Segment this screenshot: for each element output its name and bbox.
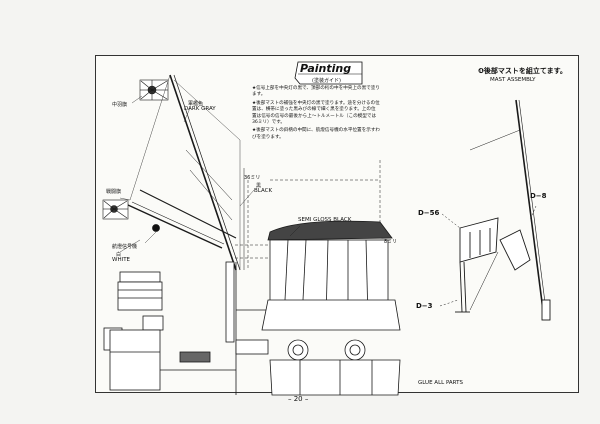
part-label-d8: D−8 <box>530 192 547 200</box>
assembly-step-title: ❹後部マストを組立てます。 <box>478 67 567 75</box>
war-flag <box>102 199 129 220</box>
ensign-flag-top <box>139 79 169 101</box>
label-white-jp: 白 <box>116 252 122 258</box>
label-dark-gray-jp: 軍艦色 <box>188 101 204 107</box>
assembly-step-title-en: MAST ASSEMBLY <box>490 77 536 83</box>
painting-subtitle: (塗装ガイド) <box>312 78 341 84</box>
signal-light-dot <box>152 224 160 232</box>
label-dim-8: 8ミリ <box>384 239 398 245</box>
mast-assembly-drawing <box>455 99 551 321</box>
label-signal-light: 航燈信号機 <box>112 244 138 250</box>
label-dark-gray: DARK GRAY <box>184 106 216 112</box>
page-number: – 20 – <box>288 395 309 403</box>
bridge-tower <box>103 271 269 391</box>
label-mid-flag: 中羽旗 <box>112 102 128 108</box>
painting-title: Painting <box>300 62 352 75</box>
painting-note: ★信号上部を中央灯の黒で、頂部の桁の中を中央上の黒で塗ります。 <box>252 86 380 98</box>
label-white: WHITE <box>112 257 131 263</box>
glue-note: GLUE ALL PARTS <box>418 380 463 386</box>
aft-superstructure <box>261 220 401 396</box>
main-mast-pole <box>169 74 237 271</box>
part-label-d56: D−56 <box>418 209 440 217</box>
gaff-boom <box>127 204 223 249</box>
label-black: BLACK <box>254 188 273 194</box>
painting-note: ★後部マストの補強を中央灯の黒で塗ります。途を分けるの位置は、横帯に塗った黒みび… <box>252 100 380 126</box>
label-war-flag: 戦闘旗 <box>106 189 122 195</box>
label-semi-gloss-black: SEMI GLOSS BLACK <box>298 217 352 223</box>
label-dim-36: 36ミリ <box>244 175 261 181</box>
painting-note: ★後部マストの斜柄の中間に、航燈信号機の水平位置を示すわびを塗ります。 <box>252 128 381 140</box>
part-label-d3: D−3 <box>416 302 433 310</box>
label-black-jp: 黒 <box>256 183 262 189</box>
painting-notes: ★信号上部を中央灯の黒で、頂部の桁の中を中央上の黒で塗ります。 ★後部マストの補… <box>252 86 380 143</box>
